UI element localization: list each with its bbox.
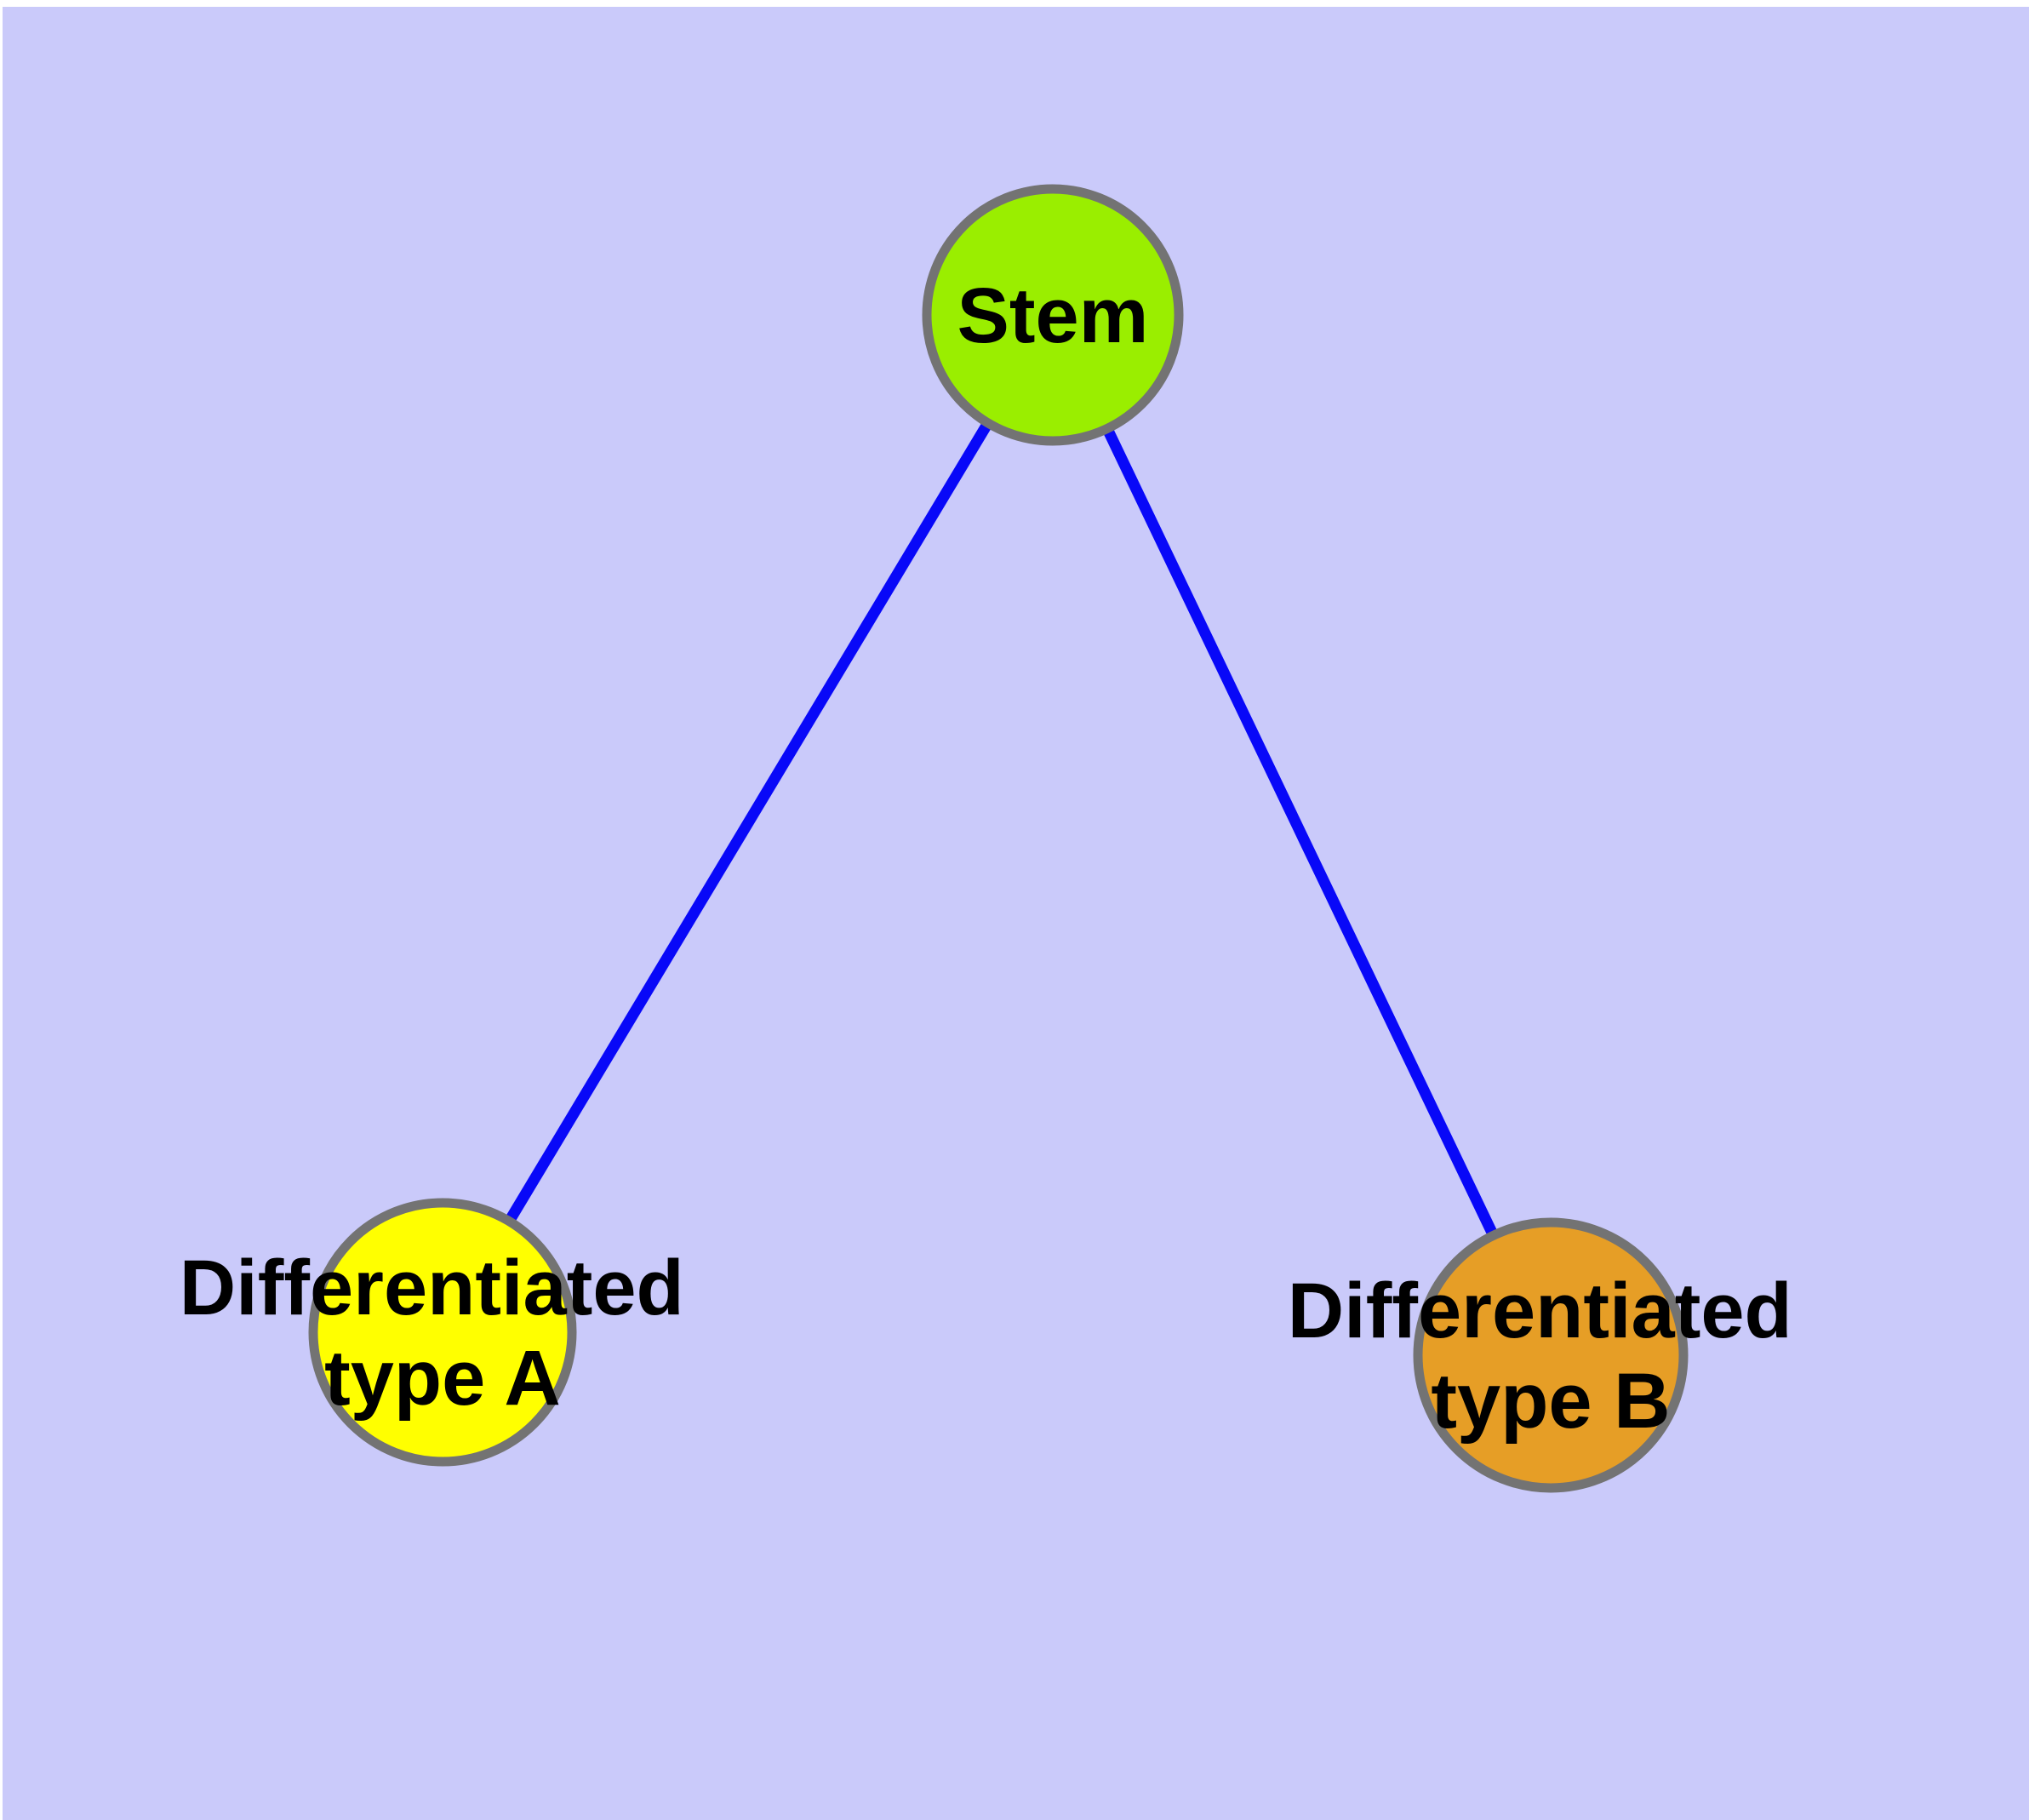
node-differentiated-type-a: [308, 1198, 577, 1467]
node-label-line: Differentiated: [180, 1245, 684, 1331]
node-differentiated-type-b: [1413, 1217, 1689, 1493]
node-label-differentiated-type-a: Differentiated type A: [180, 1245, 706, 1422]
edge-stem-to-type-b: [1048, 312, 1556, 1358]
node-label-line: type B: [1431, 1358, 1670, 1445]
node-label-differentiated-type-b: Differentiated type B: [1288, 1268, 1815, 1445]
node-label-stem: Stem: [957, 272, 1149, 359]
node-label-line: Differentiated: [1288, 1268, 1792, 1354]
node-label-line: type A: [324, 1335, 561, 1422]
edge-stem-to-type-a: [437, 312, 1058, 1336]
node-stem: [922, 184, 1184, 446]
